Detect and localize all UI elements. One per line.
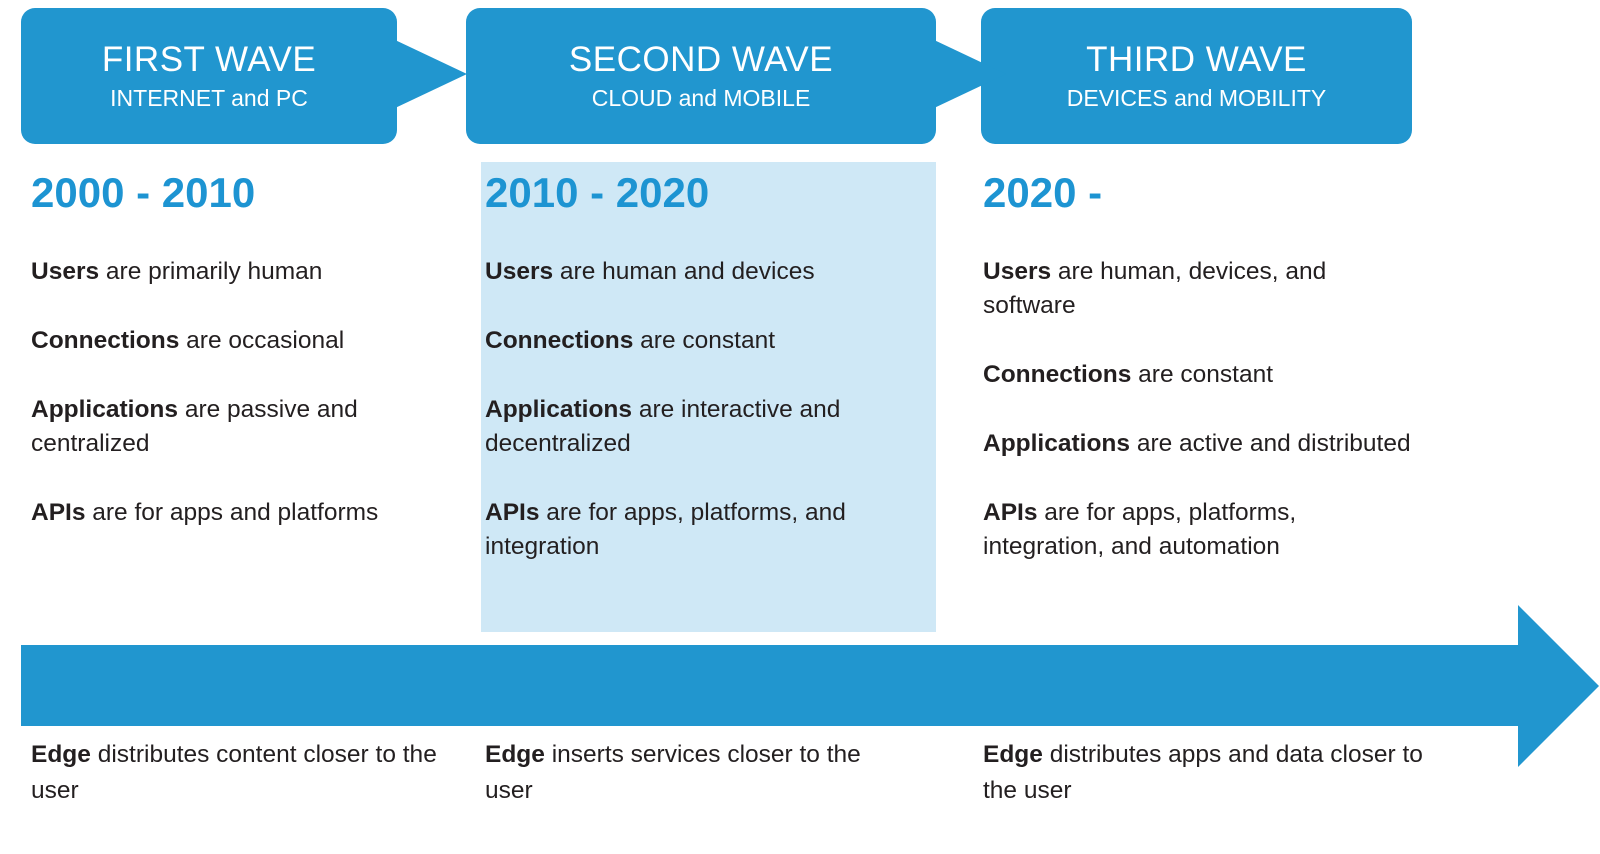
fact-lead: Connections <box>485 327 634 354</box>
fact-rest: are interactive and decentralized <box>485 396 841 457</box>
fact-item: APIs are for apps, platforms, integratio… <box>983 496 1413 564</box>
fact-item: Users are human, devices, and software <box>983 255 1413 323</box>
facts-column-third: Users are human, devices, and software C… <box>983 255 1413 564</box>
second-wave-highlight-panel <box>481 162 936 632</box>
fact-item: APIs are for apps, platforms, and integr… <box>485 496 905 564</box>
fact-lead: Applications <box>485 396 633 423</box>
fact-item: Users are human and devices <box>485 255 905 289</box>
fact-rest: are constant <box>1131 361 1274 388</box>
fact-lead: Connections <box>31 327 180 354</box>
fact-rest: are primarily human <box>99 258 323 285</box>
fact-rest: are for apps and platforms <box>85 499 379 526</box>
wave-header-third[interactable]: THIRD WAVE DEVICES and MOBILITY <box>981 8 1412 144</box>
year-range-first: 2000 - 2010 <box>31 169 256 216</box>
facts-column-first: Users are primarily human Connections ar… <box>31 255 451 530</box>
fact-item: Applications are passive and centralized <box>31 393 451 461</box>
fact-item: APIs are for apps and platforms <box>31 496 451 530</box>
fact-lead: Users <box>31 258 100 285</box>
fact-rest: are passive and centralized <box>31 396 358 457</box>
fact-rest: are human and devices <box>553 258 815 285</box>
edge-note-lead: Edge <box>31 741 91 768</box>
facts-column-second: Users are human and devices Connections … <box>485 255 905 564</box>
fact-item: Connections are constant <box>983 358 1413 392</box>
edge-note-first: Edge distributes content closer to the u… <box>31 737 451 809</box>
fact-item: Connections are constant <box>485 324 905 358</box>
edge-note-rest: distributes content closer to the user <box>31 741 437 804</box>
wave-header-second[interactable]: SECOND WAVE CLOUD and MOBILE <box>466 8 936 144</box>
fact-lead: APIs <box>485 499 540 526</box>
wave-subtitle: INTERNET and PC <box>110 84 308 111</box>
fact-lead: Applications <box>983 430 1131 457</box>
fact-lead: APIs <box>31 499 86 526</box>
fact-item: Connections are occasional <box>31 324 451 358</box>
edge-note-lead: Edge <box>485 741 545 768</box>
wave-title: FIRST WAVE <box>101 39 317 79</box>
edge-note-rest: distributes apps and data closer to the … <box>983 741 1423 804</box>
fact-lead: APIs <box>983 499 1038 526</box>
fact-lead: Users <box>983 258 1052 285</box>
fact-lead: Applications <box>31 396 179 423</box>
right-arrow-icon <box>393 39 467 109</box>
wave-header-first[interactable]: FIRST WAVE INTERNET and PC <box>21 8 397 144</box>
wave-subtitle: DEVICES and MOBILITY <box>1066 84 1327 111</box>
fact-lead: Users <box>485 258 554 285</box>
fact-lead: Connections <box>983 361 1132 388</box>
fact-item: Applications are interactive and decentr… <box>485 393 905 461</box>
fact-rest: are occasional <box>179 327 345 354</box>
wave-title: SECOND WAVE <box>568 39 834 79</box>
fact-item: Users are primarily human <box>31 255 451 289</box>
fact-rest: are active and distributed <box>1130 430 1411 457</box>
edge-note-rest: inserts services closer to the user <box>485 741 861 804</box>
fact-item: Applications are active and distributed <box>983 427 1413 461</box>
right-arrow-icon <box>932 39 1006 109</box>
fact-rest: are for apps, platforms, integration, an… <box>983 499 1297 560</box>
edge-note-third: Edge distributes apps and data closer to… <box>983 737 1453 809</box>
fact-rest: are for apps, platforms, and integration <box>485 499 846 560</box>
fact-rest: are human, devices, and software <box>983 258 1327 319</box>
edge-note-second: Edge inserts services closer to the user <box>485 737 915 809</box>
long-right-arrow-icon <box>21 605 1599 767</box>
fact-rest: are constant <box>633 327 776 354</box>
year-range-second: 2010 - 2020 <box>485 169 710 216</box>
edge-note-lead: Edge <box>983 741 1043 768</box>
wave-subtitle: CLOUD and MOBILE <box>591 84 811 111</box>
wave-title: THIRD WAVE <box>1086 39 1307 79</box>
year-range-third: 2020 - <box>983 169 1103 216</box>
